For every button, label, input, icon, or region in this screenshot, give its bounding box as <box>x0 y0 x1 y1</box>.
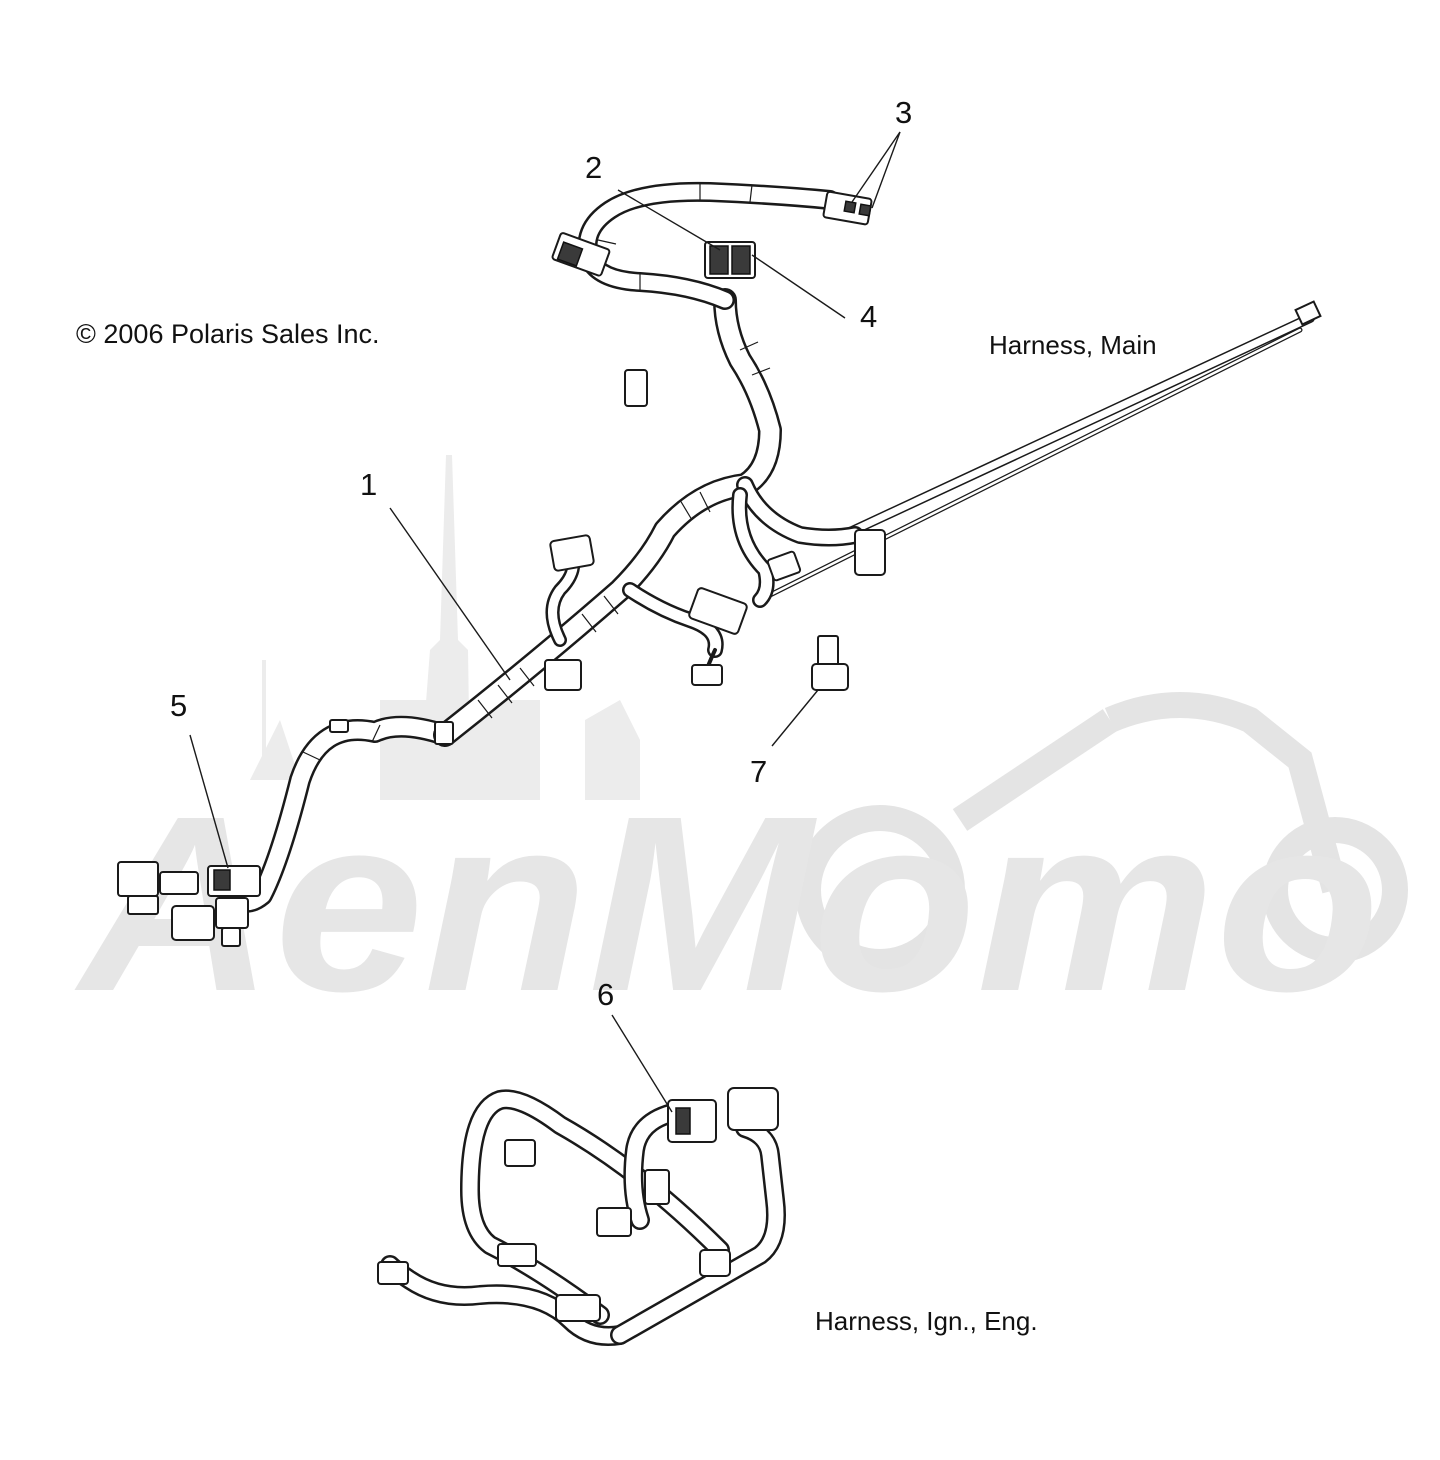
callout-7: 7 <box>750 754 767 789</box>
connector-junction <box>854 529 886 576</box>
caption-main-harness: Harness, Main <box>989 330 1157 360</box>
leader-3b <box>871 131 901 209</box>
callout-2: 2 <box>585 150 602 185</box>
main-harness <box>117 181 1322 947</box>
leader-7 <box>771 689 819 747</box>
wrap-bands <box>302 182 771 761</box>
ign-harness-connectors <box>377 1087 779 1322</box>
leader-5 <box>189 734 229 869</box>
callout-5: 5 <box>170 688 187 723</box>
ign-harness <box>377 1087 786 1346</box>
main-harness-trunk <box>229 181 864 913</box>
caption-ign-harness: Harness, Ign., Eng. <box>815 1306 1038 1336</box>
main-harness-connectors <box>329 190 886 745</box>
watermark-text: AenMomo <box>74 764 1380 1043</box>
part-7-connector <box>811 635 849 691</box>
watermark-motorcycle <box>795 692 1408 975</box>
connector-mid-left <box>549 534 595 572</box>
callout-1: 1 <box>360 467 377 502</box>
copyright-text: © 2006 Polaris Sales Inc. <box>76 319 380 349</box>
leader-2 <box>617 189 721 251</box>
connector-right-mid <box>688 587 748 635</box>
connector-mid <box>544 659 582 691</box>
leader-6 <box>611 1014 673 1113</box>
connector-cluster-5 <box>117 861 261 947</box>
callout-6: 6 <box>597 977 614 1012</box>
leader-1 <box>389 507 511 681</box>
callout-4: 4 <box>860 299 877 334</box>
leader-lines <box>189 131 901 1113</box>
callout-3: 3 <box>895 95 912 130</box>
leader-4 <box>751 254 846 319</box>
leader-3a <box>851 131 901 203</box>
callout-numbers: 1 2 3 4 5 6 7 <box>170 95 912 1012</box>
watermark: AenMomo <box>74 455 1408 1043</box>
